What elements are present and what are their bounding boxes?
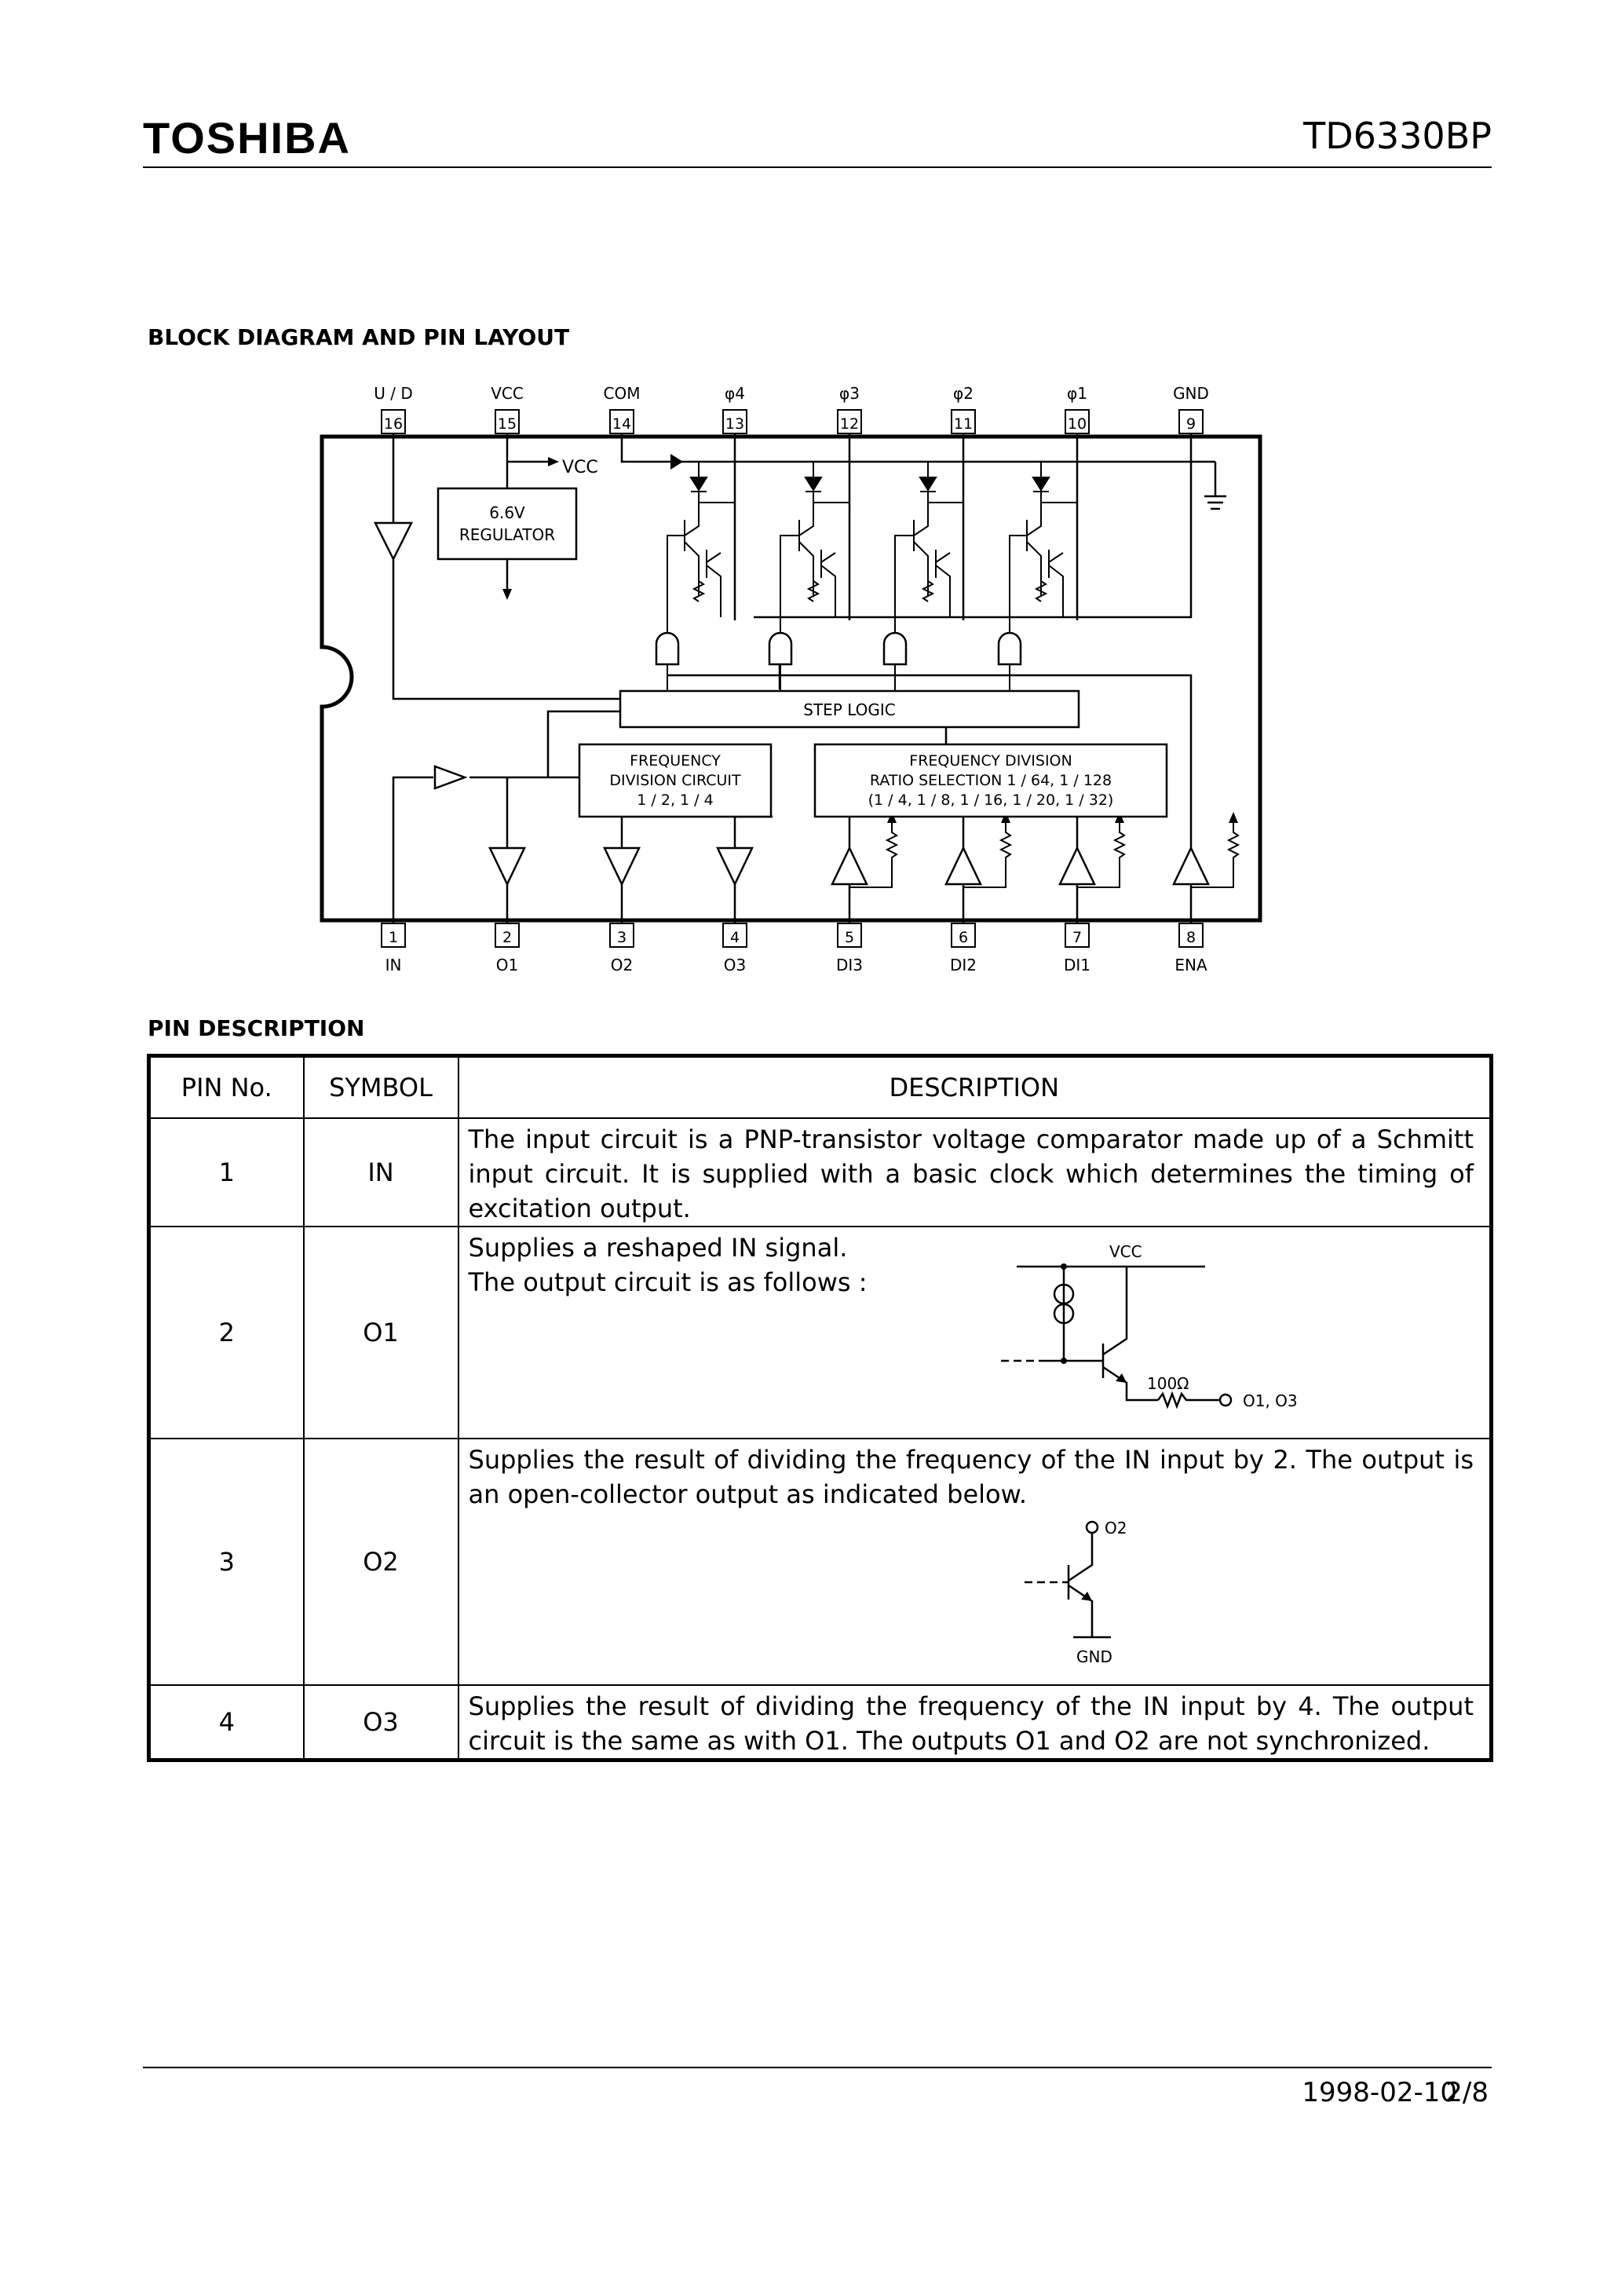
top-pin-12: 12 φ3 (837, 384, 862, 434)
svg-text:φ2: φ2 (953, 384, 974, 403)
top-pin-13: 13 φ4 (722, 384, 747, 434)
bottom-pin-7: 7 DI1 (1064, 923, 1090, 974)
svg-text:3: 3 (617, 929, 627, 946)
regulator-block (437, 487, 578, 561)
svg-text:6.6V: 6.6V (489, 503, 525, 522)
bottom-pin-3: 3 O2 (609, 923, 634, 974)
svg-text:1: 1 (389, 929, 398, 946)
pin-description: Supplies the result of dividing the freq… (457, 1684, 1492, 1761)
part-number: TD6330BP (1303, 115, 1492, 157)
svg-text:10: 10 (1068, 415, 1087, 433)
ratio-selection-block (813, 743, 1168, 818)
table-row: 4 O3 Supplies the result of dividing the… (148, 1684, 1492, 1761)
pin-number: 1 (148, 1117, 305, 1227)
svg-text:DIVISION CIRCUIT: DIVISION CIRCUIT (609, 772, 741, 789)
svg-text:U / D: U / D (374, 384, 413, 403)
svg-text:GND: GND (1076, 1647, 1112, 1666)
svg-text:φ1: φ1 (1067, 384, 1087, 403)
pin-symbol: O3 (302, 1684, 459, 1761)
svg-text:5: 5 (845, 929, 854, 946)
footer-date: 1998-02-10 (1302, 2077, 1457, 2108)
top-pin-9: 9 GND (1173, 384, 1209, 434)
svg-text:13: 13 (725, 415, 744, 433)
pin-description: Supplies a reshaped IN signal. The outpu… (457, 1226, 1492, 1439)
svg-text:DI1: DI1 (1064, 956, 1090, 974)
svg-text:(1 / 4, 1 / 8, 1 / 16, 1 / 20,: (1 / 4, 1 / 8, 1 / 16, 1 / 20, 1 / 32) (868, 792, 1114, 809)
svg-text:DI2: DI2 (950, 956, 977, 974)
svg-text:9: 9 (1186, 415, 1196, 433)
svg-text:7: 7 (1072, 929, 1082, 946)
svg-text:12: 12 (840, 415, 859, 433)
block-diagram-title: BLOCK DIAGRAM AND PIN LAYOUT (148, 324, 570, 350)
step-logic-block (619, 689, 1080, 729)
table-row: 2 O1 Supplies a reshaped IN signal. The … (148, 1226, 1492, 1439)
svg-text:VCC: VCC (562, 458, 598, 477)
footer-rule (143, 2067, 1492, 2068)
svg-text:φ4: φ4 (725, 384, 745, 403)
svg-text:14: 14 (612, 415, 631, 433)
freq-div-circuit-block (578, 743, 773, 818)
header-rule (143, 166, 1492, 168)
svg-text:4: 4 (730, 929, 740, 946)
svg-text:2: 2 (502, 929, 512, 946)
svg-text:O1: O1 (496, 956, 518, 974)
svg-text:REGULATOR: REGULATOR (459, 525, 555, 544)
pin-number: 3 (148, 1438, 305, 1686)
svg-text:O2: O2 (611, 956, 633, 974)
bottom-pin-6: 6 DI2 (950, 923, 977, 974)
top-pin-16: 16 U / D (374, 384, 413, 434)
table-row: 3 O2 Supplies the result of dividing the… (148, 1438, 1492, 1686)
pin-number: 4 (148, 1684, 305, 1761)
svg-text:6: 6 (959, 929, 968, 946)
toshiba-logo: TOSHIBA (143, 113, 351, 163)
pin-symbol: O1 (302, 1226, 459, 1439)
svg-text:ENA: ENA (1174, 956, 1207, 974)
header-pin-no: PIN No. (148, 1055, 305, 1119)
bottom-pin-5: 5 DI3 (836, 923, 863, 974)
svg-text:15: 15 (498, 415, 517, 433)
header-description: DESCRIPTION (457, 1055, 1492, 1119)
svg-text:RATIO SELECTION 1 / 64, 1 / 12: RATIO SELECTION 1 / 64, 1 / 128 (870, 772, 1112, 789)
block-diagram: 16 U / D 15 VCC 14 COM 13 φ4 12 φ3 11 φ2… (320, 384, 1262, 974)
header-symbol: SYMBOL (302, 1055, 459, 1119)
pin-number: 2 (148, 1226, 305, 1439)
svg-text:16: 16 (384, 415, 403, 433)
o1-output-circuit: VCC 100Ω O1, O3 (1000, 1242, 1298, 1410)
pin-symbol: IN (302, 1117, 459, 1227)
pin-description: The input circuit is a PNP-transistor vo… (457, 1117, 1492, 1227)
bottom-pin-1: 1 IN (381, 923, 406, 974)
bottom-pin-2: 2 O1 (495, 923, 520, 974)
table-header-row: PIN No. SYMBOL DESCRIPTION (148, 1055, 1492, 1119)
o2-output-circuit: O2 GND (1024, 1519, 1127, 1666)
bottom-pin-4: 4 O3 (722, 923, 747, 974)
svg-text:VCC: VCC (491, 384, 524, 403)
svg-text:IN: IN (385, 956, 402, 974)
svg-text:VCC: VCC (1109, 1242, 1142, 1261)
page-number: 2/8 (1445, 2077, 1489, 2108)
top-pin-10: 10 φ1 (1065, 384, 1090, 434)
top-pin-15: 15 VCC (491, 384, 524, 434)
bottom-pin-8: 8 ENA (1174, 923, 1207, 974)
svg-text:DI3: DI3 (836, 956, 863, 974)
svg-text:O3: O3 (724, 956, 746, 974)
svg-text:FREQUENCY DIVISION: FREQUENCY DIVISION (909, 752, 1072, 770)
svg-text:STEP LOGIC: STEP LOGIC (803, 700, 896, 719)
pin-symbol: O2 (302, 1438, 459, 1686)
svg-text:O2: O2 (1105, 1519, 1127, 1537)
svg-text:100Ω: 100Ω (1147, 1374, 1189, 1393)
svg-text:FREQUENCY: FREQUENCY (630, 752, 721, 770)
svg-text:GND: GND (1173, 384, 1209, 403)
svg-text:O1, O3: O1, O3 (1243, 1391, 1298, 1410)
pin-description: Supplies the result of dividing the freq… (457, 1438, 1492, 1686)
top-pin-11: 11 φ2 (951, 384, 976, 434)
svg-text:1 / 2, 1 / 4: 1 / 2, 1 / 4 (637, 792, 713, 809)
pin-description-table: PIN No. SYMBOL DESCRIPTION 1 IN The inpu… (147, 1054, 1493, 1762)
top-pin-14: 14 COM (604, 384, 641, 434)
svg-text:φ3: φ3 (839, 384, 860, 403)
pin-description-title: PIN DESCRIPTION (148, 1015, 365, 1041)
table-row: 1 IN The input circuit is a PNP-transist… (148, 1117, 1492, 1227)
svg-text:11: 11 (954, 415, 973, 433)
svg-text:COM: COM (604, 384, 641, 403)
svg-text:8: 8 (1186, 929, 1196, 946)
